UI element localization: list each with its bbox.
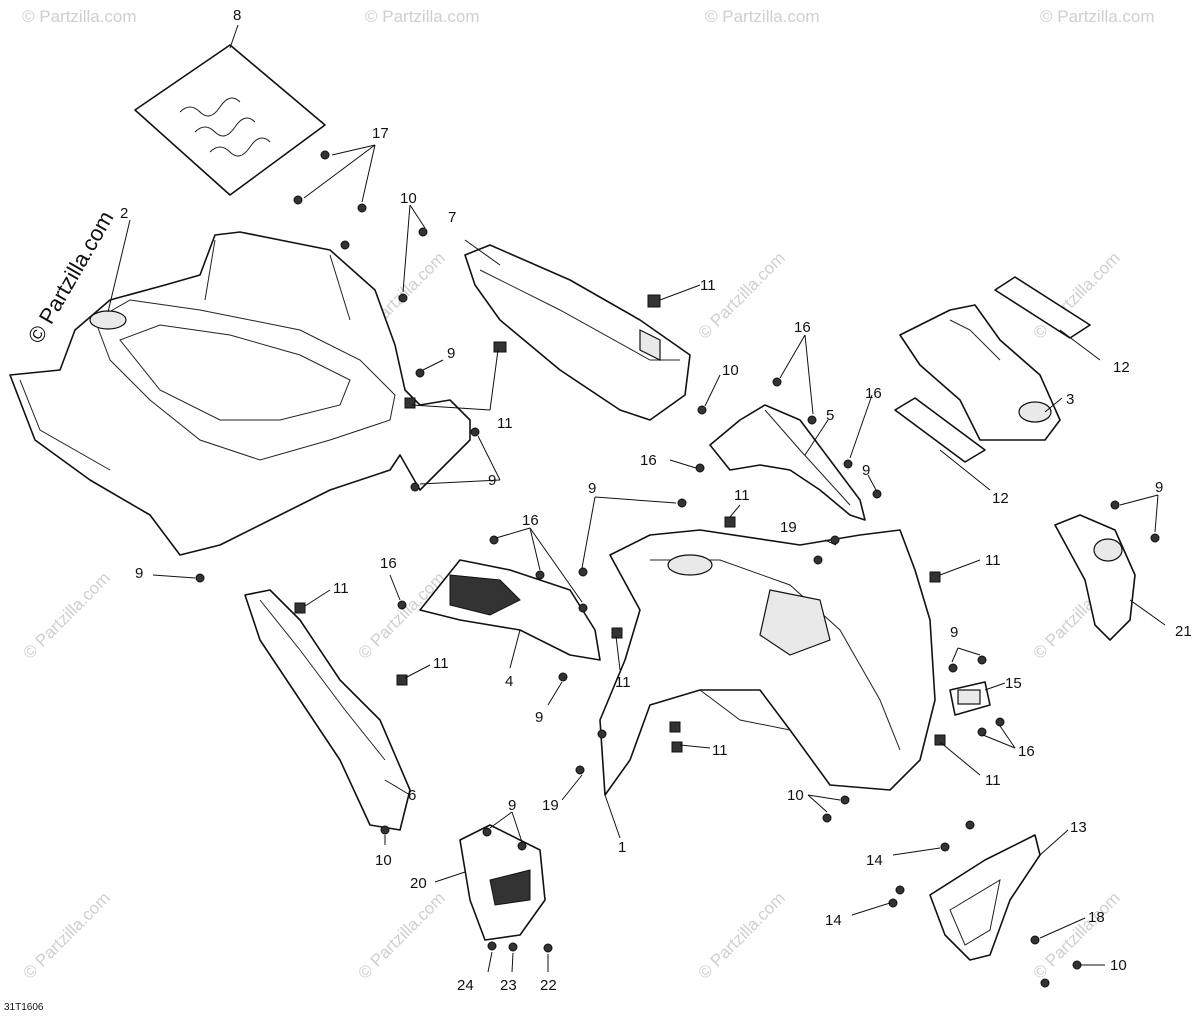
callout-10: 10	[1110, 957, 1127, 974]
fasteners	[195, 150, 1160, 988]
watermark: © Partzilla.com	[1040, 7, 1155, 26]
callout-14: 14	[866, 852, 883, 869]
callout-20: 20	[410, 875, 427, 892]
callout-16: 16	[380, 555, 397, 572]
part-2-rear-fender	[9, 231, 471, 556]
watermark: © Partzilla.com	[19, 888, 113, 982]
part-21-side-panel	[1054, 514, 1136, 641]
callout-11: 11	[734, 487, 750, 504]
callout-11: 11	[433, 655, 449, 672]
callout-3: 3	[1066, 391, 1074, 408]
callout-17: 17	[372, 125, 389, 142]
callout-9: 9	[950, 624, 958, 641]
callout-9: 9	[447, 345, 455, 362]
part-12-strips	[894, 276, 1091, 463]
callout-5: 5	[826, 407, 834, 424]
callout-12: 12	[1113, 359, 1130, 376]
callout-9: 9	[862, 462, 870, 479]
callout-10: 10	[375, 852, 392, 869]
part-4-side-panel	[419, 559, 601, 661]
part-7-side-rail	[464, 244, 691, 421]
callout-11: 11	[700, 277, 716, 294]
callout-11: 11	[985, 552, 1001, 569]
callout-9: 9	[135, 565, 143, 582]
callout-10: 10	[787, 787, 804, 804]
watermark: © Partzilla.com	[22, 7, 137, 26]
part-15-bracket	[949, 681, 991, 716]
callout-11: 11	[333, 580, 349, 597]
part-3-panel	[899, 304, 1061, 441]
callout-2: 2	[120, 205, 128, 222]
part-1-front-fender	[599, 529, 936, 796]
callout-4: 4	[505, 673, 513, 690]
callout-11: 11	[615, 674, 631, 691]
part-6-footrest	[244, 589, 411, 831]
callout-12: 12	[992, 490, 1009, 507]
callout-16: 16	[794, 319, 811, 336]
callout-7: 7	[448, 209, 456, 226]
callout-11: 11	[497, 415, 513, 432]
callout-11: 11	[985, 772, 1001, 789]
callout-13: 13	[1070, 819, 1087, 836]
watermark: © Partzilla.com	[19, 568, 113, 662]
watermark: © Partzilla.com	[365, 7, 480, 26]
callout-8: 8	[233, 7, 241, 24]
callout-18: 18	[1088, 909, 1105, 926]
callout-14: 14	[825, 912, 842, 929]
callout-24: 24	[457, 977, 474, 994]
watermark: © Partzilla.com	[705, 7, 820, 26]
watermark: © Partzilla.com	[354, 568, 448, 662]
callout-23: 23	[500, 977, 517, 994]
callout-1: 1	[618, 839, 626, 856]
callout-6: 6	[408, 787, 416, 804]
callout-19: 19	[542, 797, 559, 814]
part-8-decal	[134, 44, 326, 196]
figure-code: 31T1606	[4, 1002, 44, 1013]
callout-9: 9	[488, 472, 496, 489]
part-13-grille	[929, 834, 1041, 961]
watermark: © Partzilla.com	[354, 888, 448, 982]
watermark: © Partzilla.com	[694, 248, 788, 342]
callout-10: 10	[400, 190, 417, 207]
leader-lines	[107, 24, 1166, 973]
callouts: 8 17 2 10 9 7 11 11 9 9 10 16 5 16 16 9 …	[120, 7, 1192, 994]
callout-10: 10	[722, 362, 739, 379]
callout-16: 16	[1018, 743, 1035, 760]
callout-16: 16	[640, 452, 657, 469]
callout-9: 9	[535, 709, 543, 726]
callout-9: 9	[588, 480, 596, 497]
callout-22: 22	[540, 977, 557, 994]
watermark: © Partzilla.com	[694, 888, 788, 982]
callout-19: 19	[780, 519, 797, 536]
callout-16: 16	[522, 512, 539, 529]
callout-21: 21	[1175, 623, 1192, 640]
callout-15: 15	[1005, 675, 1022, 692]
part-20-guard	[459, 824, 546, 941]
callout-16: 16	[865, 385, 882, 402]
callout-9: 9	[1155, 479, 1163, 496]
callout-9: 9	[508, 797, 516, 814]
callout-11: 11	[712, 742, 728, 759]
part-5-trim	[709, 404, 866, 521]
